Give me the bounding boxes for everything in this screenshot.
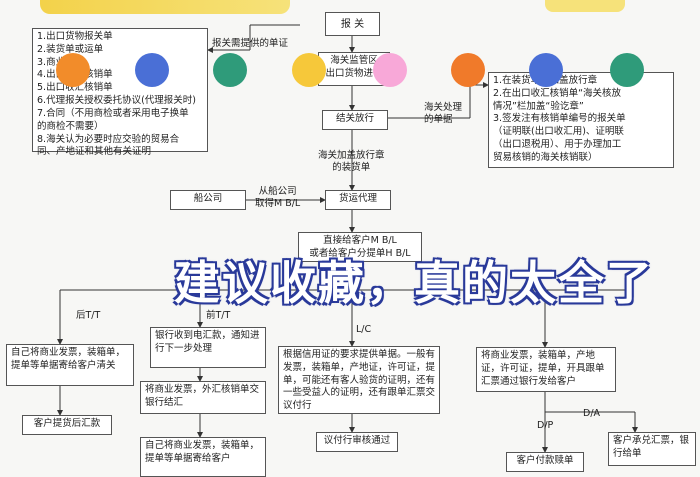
decor-dot-green-2 [610,53,644,87]
decor-dot-blue [135,53,169,87]
decor-dot-orange-2 [451,53,485,87]
customs-doc-item: 8.海关认为必要时应交验的贸易合 [37,133,180,145]
handled-doc-item: 2.在出口收汇核销单“海关核放 [493,87,621,99]
handled-doc-item: （出口退税用）、用于办理加工 [493,139,622,151]
collection-docs-box: 将商业发票，装箱单，产地证，许可证，提单，开具跟单汇票通过银行发给客户 [476,347,616,392]
shipping-company-box: 船公司 [170,190,246,210]
decor-dot-yellow [292,53,326,87]
customs-doc-item: 6.代理报关授权委托协议(代理报关时) [37,95,196,107]
tt-after-docs-box: 自己将商业发票，装箱单，提单等单据寄给客户清关 [6,344,134,386]
lc-docs-box: 根据信用证的要求提供单据。一般有发票，装箱单，产地证，许可证，提单，可能还有客人… [278,346,440,414]
send-docs-box: 自己将商业发票，装箱单，提单等单据寄给客户 [140,437,266,477]
customs-doc-item: 的商检不需要） [37,120,104,132]
header-band-right [545,0,625,12]
decor-dot-green [213,53,247,87]
label-lc: L/C [356,324,372,335]
bill-of-lading-box: 直接给客户M B/L 或者给客户分提单H B/L [298,232,422,262]
customs-handled-docs-list: 1.在装货单上加盖放行章2.在出口收汇核销单“海关核放情况”栏加盖“验讫章”3.… [488,72,674,168]
label-dp: D/P [537,420,554,431]
decor-dot-blue-2 [529,53,563,87]
dp-payment-box: 客户付款赎单 [506,452,584,472]
header-band [40,0,290,14]
freight-agent-box: 货运代理 [325,190,391,210]
label-tt-before: 前T/T [206,310,231,321]
customs-doc-item: 5.出口收汇核销单 [37,82,113,94]
handled-doc-item: （证明联(出口收汇用)、证明联 [493,126,624,138]
decor-dot-pink [373,53,407,87]
negotiating-bank-box: 议付行审核通过 [316,432,398,452]
customs-doc-item: 1.出口货物报关单 [37,31,113,42]
label-from-shipping: 从船公司 取得M B/L [255,186,301,210]
overlay-banner-text: 建议收藏，真的太全了 [174,256,654,310]
settlement-box: 将商业发票，外汇核销单交银行结汇 [140,381,266,414]
label-tt-after: 后T/T [76,310,101,321]
decor-dot-orange [56,53,90,87]
handled-doc-item: 贸易核销的海关核销联） [493,151,598,163]
handled-doc-item: 1.在装货单上加盖放行章 [493,75,669,88]
customs-doc-item: 7.合同（不用商检或者采用电子换单 [37,107,189,119]
label-customs-docs: 报关需提供的单证 [212,38,289,49]
customs-doc-item: 2.装货单或运单 [37,43,104,55]
bank-receives-box: 银行收到电汇款，通知进行下一步处理 [150,327,266,368]
handled-doc-item: 3.签发注有核销单编号的报关单 [493,113,626,125]
label-customs-handling: 海关处理 的单据 [424,102,463,126]
customs-docs-list: 1.出口货物报关单2.装货单或运单3.商业发票4.出口收汇核销单5.出口收汇核销… [32,28,208,157]
customs-box: 报 关 [325,12,380,36]
label-da: D/A [583,408,601,419]
customs-doc-item: 同、产地证和其他有关证明 [37,146,152,158]
label-stamped-bill: 海关加盖放行章 的装货单 [318,150,385,174]
customer-pays-box: 客户提货后汇款 [22,415,112,435]
handled-doc-item: 情况”栏加盖“验讫章” [493,100,584,112]
da-acceptance-box: 客户承兑汇票，银行给单 [608,432,696,466]
release-box: 结关放行 [322,110,388,130]
